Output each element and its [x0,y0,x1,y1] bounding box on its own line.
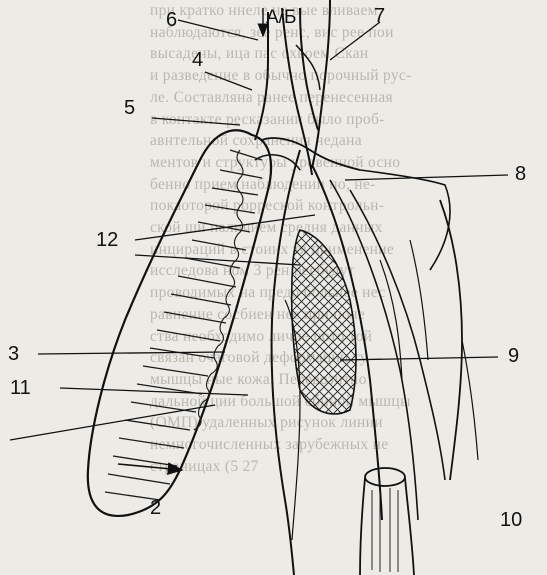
leader-11 [60,388,248,395]
label-4: 4 [192,50,203,70]
flap-outline [88,130,271,516]
leader-extra [10,405,215,440]
label-5: 5 [124,98,135,118]
label-8: 8 [515,164,526,184]
label-a-b: А/Б [266,8,296,28]
leader-3 [38,352,225,354]
label-12: 12 [96,230,118,250]
flap-fold-lines [105,150,262,500]
leader-7 [330,22,380,60]
leader-8 [345,175,508,180]
leader-lines [10,8,508,470]
label-7: 7 [374,6,385,26]
leader-4 [205,72,252,90]
cut-stump [360,468,414,575]
label-2: 2 [150,498,161,518]
leader-12a [135,215,315,240]
rotated-flap [88,130,271,516]
label-11: 11 [10,378,31,398]
label-9: 9 [508,346,519,366]
leader-5 [152,118,240,125]
label-10: 10 [500,510,522,530]
label-6: 6 [166,10,177,30]
label-3: 3 [8,344,19,364]
leader-6 [178,20,258,40]
muscle-body [272,150,478,575]
